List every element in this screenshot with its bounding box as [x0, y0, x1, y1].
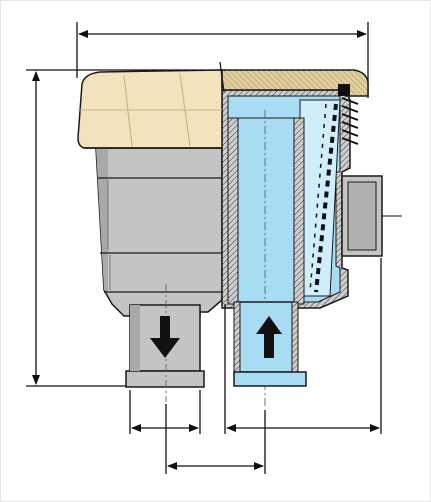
- dimension-port-spacing: [165, 404, 266, 474]
- strainer-body-exterior: [95, 147, 223, 317]
- arrow-down-icon: [150, 316, 180, 358]
- arrow-up-icon: [256, 316, 282, 358]
- side-port-boss: [341, 175, 402, 257]
- dimension-body-width: [224, 258, 382, 434]
- inlet-tube: [227, 110, 305, 408]
- lid-threads: [341, 97, 359, 145]
- strainer-lid: [77, 61, 369, 149]
- dimension-outlet-diameter: [129, 390, 201, 434]
